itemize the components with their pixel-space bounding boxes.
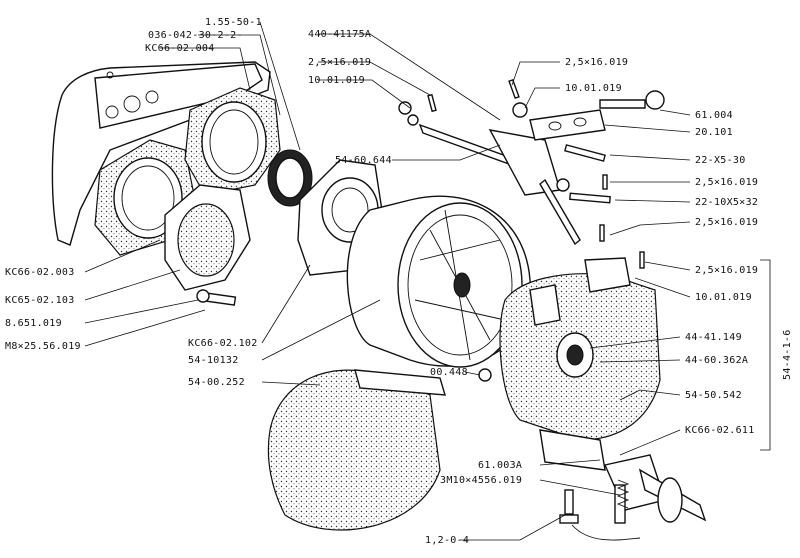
label-r-1: 2,5×16.019 <box>565 57 628 68</box>
label-b-1: 61.003А <box>478 460 522 471</box>
eye-bolt <box>599 90 665 110</box>
small-bolt <box>559 489 641 541</box>
label-top-7: 54-60.644 <box>335 155 392 166</box>
group-bracket <box>760 259 771 451</box>
label-m-1: КС66-02.102 <box>188 338 258 349</box>
label-r-3: 61.004 <box>695 110 733 121</box>
clevis-fork <box>529 109 606 141</box>
leader-lines <box>84 21 691 541</box>
spring <box>616 479 630 509</box>
label-m-2: 54-10132 <box>188 355 239 366</box>
label-r-9: 2,5×16.019 <box>695 265 758 276</box>
label-l-4: М8×25.56.019 <box>5 341 81 352</box>
label-r-2: 10.01.019 <box>565 83 622 94</box>
label-top-6: 10.01.019 <box>308 75 365 86</box>
lever-shaft <box>604 454 707 524</box>
pins-and-washers <box>398 78 645 269</box>
label-l-2: КС65-02.103 <box>5 295 75 306</box>
label-m-3: 54-00.252 <box>188 377 245 388</box>
label-l-3: 8.651.019 <box>5 318 62 329</box>
label-r-14: КС66-02.611 <box>685 425 755 436</box>
label-top-5: 2,5×16.019 <box>308 57 371 68</box>
label-r-12: 44-60.362А <box>685 355 748 366</box>
plug-00448 <box>478 368 492 382</box>
label-top-3: КС66-02.004 <box>145 43 215 54</box>
label-m-4: 00.448 <box>430 367 468 378</box>
label-r-11: 44-41.149 <box>685 332 742 343</box>
flange-cover <box>164 184 251 291</box>
label-r-5: 22-Х5-30 <box>695 155 746 166</box>
gasket-plate-2 <box>184 87 281 196</box>
label-r-13: 54-50.542 <box>685 390 742 401</box>
label-r-7: 22-10Х5×32 <box>695 197 758 208</box>
label-r-10: 10.01.019 <box>695 292 752 303</box>
label-b-2: 3М10×4556.019 <box>440 475 522 486</box>
bolt-m8 <box>196 289 237 306</box>
link-rod <box>418 123 581 246</box>
label-top-4: 440-41175А <box>308 29 371 40</box>
label-r-4: 20.101 <box>695 127 733 138</box>
brake-shoe-assembly <box>499 257 661 471</box>
label-l-1: КС66-02.003 <box>5 267 75 278</box>
label-r-8: 2,5×16.019 <box>695 217 758 228</box>
brake-drum <box>346 195 531 368</box>
label-top-1: 1.55-50-1 <box>205 17 262 28</box>
part-labels: 1.55-50-1 036-042-30-2-2- КС66-02.004 44… <box>5 17 793 546</box>
label-top-2: 036-042-30-2-2- <box>148 30 243 41</box>
label-r-6: 2,5×16.019 <box>695 177 758 188</box>
brake-band <box>267 369 446 531</box>
label-group: 54-4-1-6 <box>782 329 793 380</box>
oil-seal-ring <box>267 149 313 207</box>
label-b-3: 1,2-0-4 <box>425 535 469 546</box>
